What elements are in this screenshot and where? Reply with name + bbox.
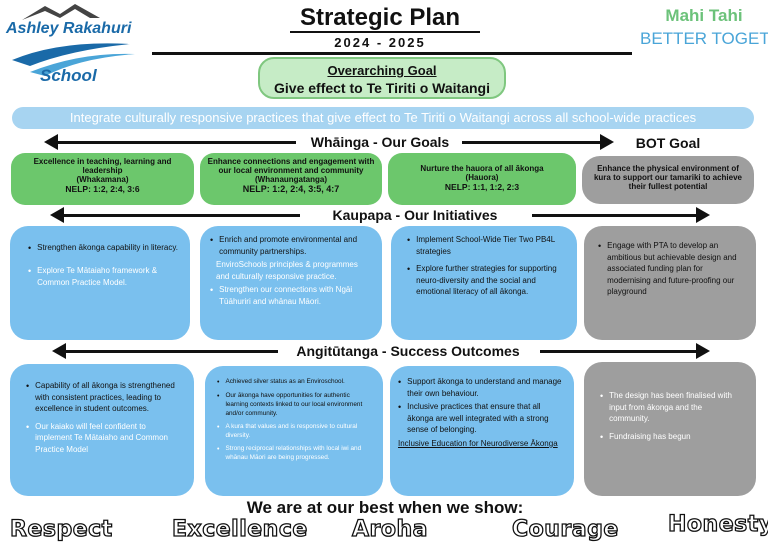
value-excellence: Excellence (171, 516, 308, 542)
outcome-item: •Our ākonga have opportunities for authe… (217, 391, 363, 417)
goal-title: Excellence in teaching, learning and lea… (33, 157, 172, 175)
goal-nelp: NELP: 1:1, 1:2, 2:3 (444, 182, 520, 192)
arrow-right-icon (696, 207, 710, 223)
goal-card-whanaungatanga: Enhance connections and engagement with … (200, 153, 382, 205)
mountain-logo-icon (12, 4, 135, 76)
initiatives-card-environment: •Enrich and promote environmental and co… (200, 226, 382, 340)
initiative-item: •Engage with PTA to develop an ambitious… (598, 241, 737, 297)
bullet-icon: • (217, 423, 220, 431)
bullet-icon: • (210, 285, 214, 296)
initiative-item: •Explore Te Mātaiaho framework & Common … (28, 266, 158, 287)
bullet-icon: • (217, 445, 220, 453)
outcomes-card-environment: •Achieved silver status as an Enviroscho… (205, 366, 383, 496)
bullet-icon: • (210, 235, 214, 245)
bullet-icon: • (217, 379, 220, 386)
plan-years: 2024 - 2025 (334, 35, 426, 50)
arrow-left-icon (52, 343, 66, 359)
bullet-icon: • (398, 402, 402, 413)
outcome-item: •Capability of all ākonga is strengthene… (26, 381, 175, 414)
mahi-tahi-heading: Mahi Tahi (665, 6, 743, 25)
goal-sub: (Hauora) (465, 173, 499, 182)
initiative-item: EnviroSchools principles & programmes an… (216, 260, 358, 281)
arrow-line (56, 141, 296, 144)
value-honesty: Honesty (667, 511, 768, 537)
outcomes-card-hauora: •Support ākonga to understand and manage… (390, 366, 574, 496)
school-subname: School (40, 66, 97, 85)
page-title: Strategic Plan (299, 4, 461, 31)
outcome-item: •Support ākonga to understand and manage… (398, 377, 562, 398)
initiatives-card-literacy: •Strengthen ākonga capability in literac… (10, 226, 190, 340)
value-courage: Courage (511, 516, 619, 542)
initiative-item: •Strengthen our connections with Ngāi Tū… (210, 285, 353, 306)
whainga-heading: Whāinga - Our Goals (310, 134, 450, 150)
arrow-right-icon (696, 343, 710, 359)
initiative-item: •Explore further strategies for supporti… (407, 264, 557, 297)
angitutanga-heading: Angitūtanga - Success Outcomes (296, 343, 520, 359)
goal-nelp: NELP: 1:2, 2:4, 3:6 (65, 184, 140, 194)
initiative-item: •Implement School-Wide Tier Two PB4L str… (407, 235, 555, 256)
outcome-item: •Fundraising has begun (600, 431, 744, 444)
goal-sub: (Whanaungatanga) (255, 175, 327, 184)
initiatives-card-pta: •Engage with PTA to develop an ambitious… (584, 226, 756, 340)
outcomes-card-literacy: •Capability of all ākonga is strengthene… (10, 364, 194, 496)
bullet-icon: • (600, 391, 604, 401)
bullet-icon: • (28, 243, 32, 253)
arrow-right-icon (600, 134, 614, 150)
outcome-item: •A kura that values and is responsive to… (217, 422, 358, 439)
value-aroha: Aroha (351, 516, 428, 542)
arrow-line (462, 141, 602, 144)
header-rule (152, 52, 632, 55)
overarching-goal-text: Give effect to Te Tiriti o Waitangi (274, 80, 490, 96)
outcome-item: •Our kaiako will feel confident to imple… (26, 421, 168, 454)
bot-goal-heading: BOT Goal (635, 135, 701, 151)
goal-nelp: NELP: 1:2, 2:4, 3:5, 4:7 (242, 184, 340, 194)
outcome-item: •Strong reciprocal relationships with lo… (217, 444, 362, 461)
school-logo: Ashley Rakahuri School (0, 0, 140, 90)
initiative-item: •Strengthen ākonga capability in literac… (28, 242, 178, 255)
goal-card-hauora: Nurture the hauora of all ākonga (Hauora… (388, 153, 576, 205)
arrow-line (62, 214, 300, 217)
bullet-icon: • (28, 266, 32, 277)
arrow-line (64, 350, 278, 353)
goal-title: Enhance the physical environment of kura… (593, 164, 743, 191)
goal-card-physical-environment: Enhance the physical environment of kura… (582, 156, 754, 204)
bullet-icon: • (398, 377, 402, 387)
bullet-icon: • (407, 235, 411, 245)
bullet-icon: • (598, 241, 602, 251)
inclusive-education-link[interactable]: Inclusive Education for Neurodiverse Āko… (398, 438, 558, 448)
bullet-icon: • (407, 264, 411, 275)
culturally-responsive-banner: Integrate culturally responsive practice… (12, 107, 754, 129)
goal-title: Enhance connections and engagement with … (207, 157, 375, 175)
kaupapa-heading: Kaupapa - Our Initiatives (332, 207, 498, 223)
goal-sub: (Whakamana) (76, 175, 129, 184)
title-underline (290, 31, 480, 33)
initiative-item: •Enrich and promote environmental and co… (210, 235, 358, 256)
arrow-left-icon (44, 134, 58, 150)
overarching-goal-label: Overarching Goal (327, 63, 437, 78)
bullet-icon: • (217, 392, 220, 400)
arrow-line (540, 350, 698, 353)
bullet-icon: • (26, 421, 30, 432)
bullet-icon: • (26, 381, 30, 391)
outcome-item: •Achieved silver status as an Enviroscho… (217, 378, 345, 386)
better-together-heading: BETTER TOGETHER (640, 29, 768, 48)
overarching-goal-box: Overarching Goal Give effect to Te Tirit… (258, 57, 506, 99)
outcomes-card-playground: •The design has been finalised with inpu… (584, 362, 756, 496)
goal-card-whakamana: Excellence in teaching, learning and lea… (11, 153, 194, 205)
values-motto: We are at our best when we show: (246, 498, 524, 517)
bullet-icon: • (600, 431, 604, 442)
outcome-item: •Inclusive practices that ensure that al… (398, 402, 549, 435)
school-name: Ashley Rakahuri (6, 20, 132, 37)
goal-title: Nurture the hauora of all ākonga (420, 164, 544, 173)
initiatives-card-pb4l: •Implement School-Wide Tier Two PB4L str… (391, 226, 577, 340)
arrow-left-icon (50, 207, 64, 223)
arrow-line (532, 214, 698, 217)
value-respect: Respect (9, 516, 113, 542)
outcome-item: •The design has been finalised with inpu… (600, 391, 732, 424)
